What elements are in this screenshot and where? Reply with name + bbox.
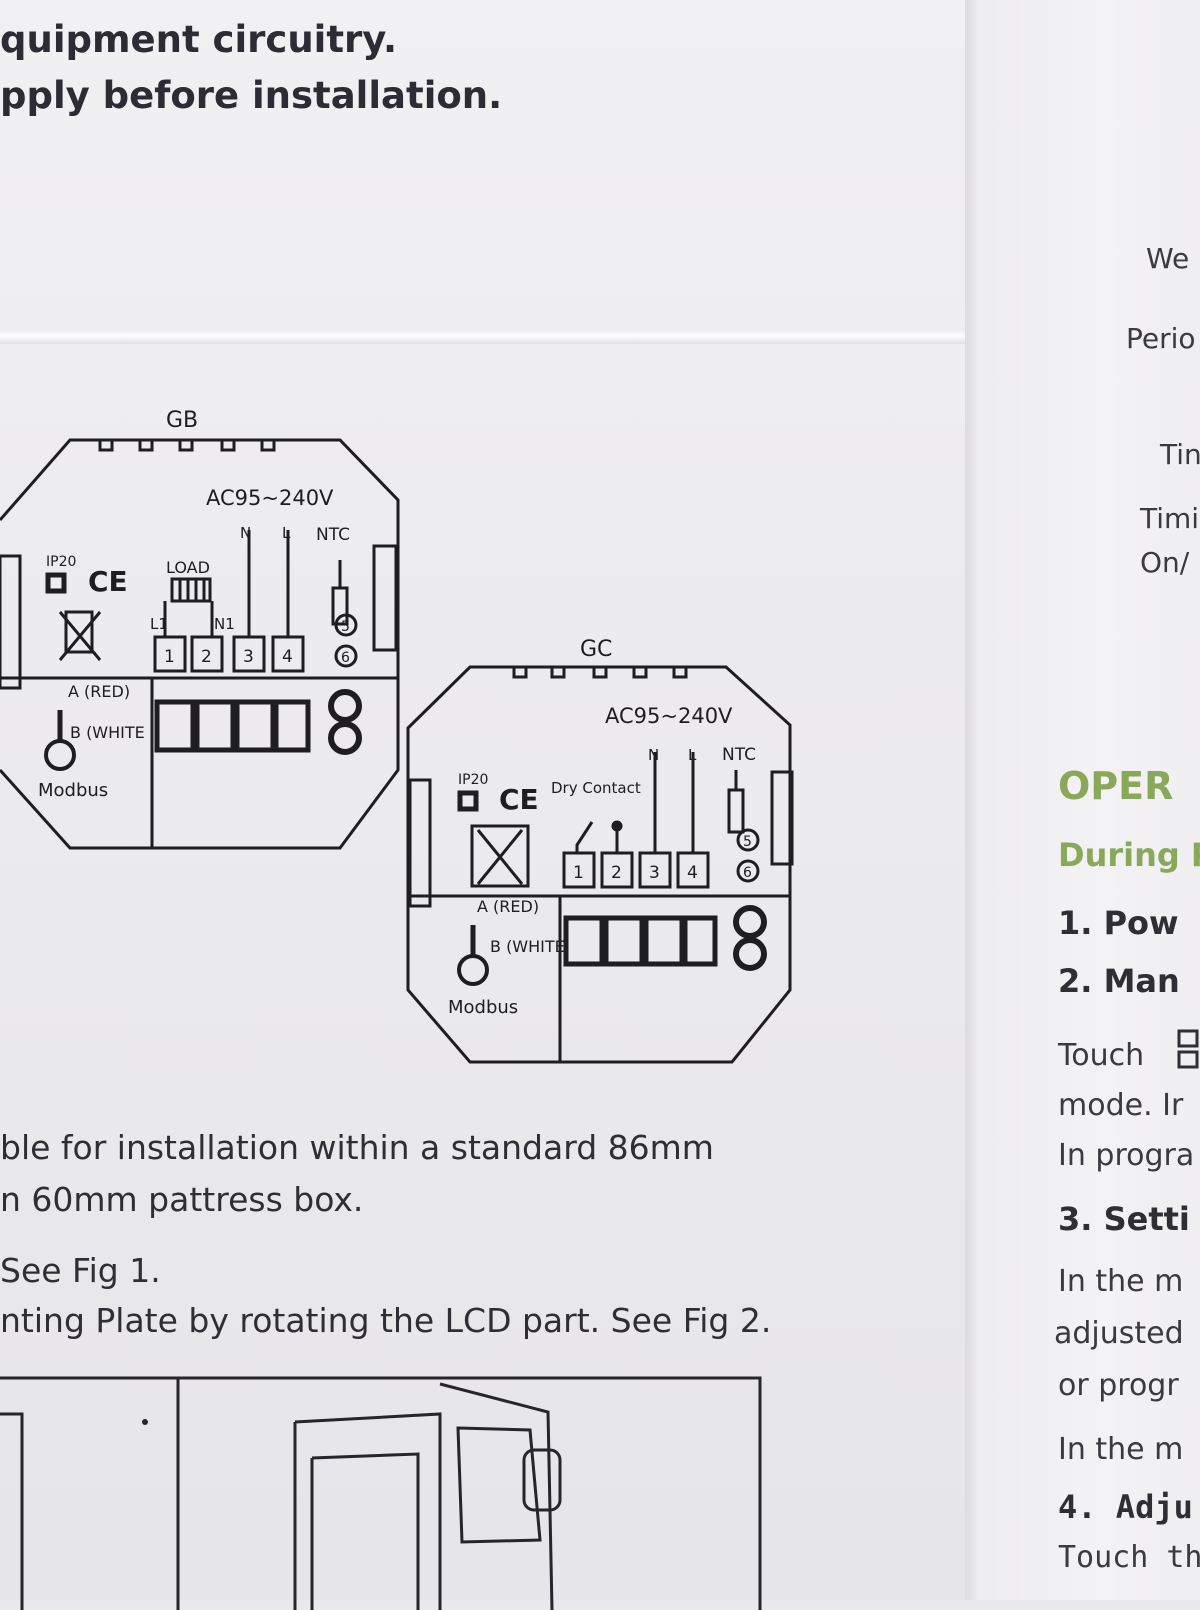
right-oper-heading: OPER [1058,764,1174,808]
gc-t4: 4 [687,863,698,883]
right-on: On/ [1140,546,1190,579]
gb-ce: CE [88,565,128,598]
gb-n: N [240,524,251,542]
right-item-4: 4. Adju [1058,1488,1193,1526]
right-progra: In progra [1058,1138,1195,1173]
right-item-2: 2. Man [1058,962,1180,1000]
bottom-line-3: See Fig 1. [0,1251,161,1290]
gc-t1: 1 [573,863,584,883]
gc-t5: 5 [743,834,752,850]
bottom-line-2: n 60mm pattress box. [0,1180,364,1219]
gc-t2: 2 [611,863,622,883]
gc-t6: 6 [743,865,752,881]
gc-a-red: A (RED) [477,897,539,916]
right-during-heading: During P [1058,836,1200,874]
top-line-1: quipment circuitry. [0,18,398,61]
gb-ntc: NTC [316,525,350,545]
right-perio: Perio [1126,322,1196,355]
right-inthe-2: In the m [1058,1432,1184,1467]
right-timi: Timi [1140,502,1200,535]
right-touchth: Touch th [1058,1540,1200,1575]
touch-square-icon [1177,1029,1199,1069]
right-item-3: 3. Setti [1058,1200,1190,1238]
top-line-2: pply before installation. [0,74,503,117]
gc-dry-contact: Dry Contact [551,779,641,797]
gc-ntc: NTC [722,745,756,765]
gb-a-red: A (RED) [68,682,130,701]
gc-ip: IP20 [458,772,488,788]
gc-n: N [648,746,659,764]
gb-t3: 3 [243,647,254,667]
gc-ce: CE [499,783,539,816]
right-tin: Tin [1160,438,1200,471]
gc-l: L [688,746,697,764]
bottom-line-1: ble for installation within a standard 8… [0,1128,714,1167]
gc-b-white: B (WHITE [490,937,565,956]
gb-t6: 6 [341,650,350,666]
wiring-diagrams: GB AC95~240V N L NTC IP20 CE LOAD L1 N1 … [0,408,794,1064]
right-touch: Touch [1058,1038,1145,1073]
gb-l1: L1 [150,615,168,633]
gc-title: GC [580,637,612,662]
gb-n1: N1 [214,615,235,633]
right-we: We [1146,242,1190,275]
gb-voltage: AC95~240V [206,486,334,510]
right-item-1: 1. Pow [1058,904,1179,942]
diagram-gc [406,665,794,1064]
gc-voltage: AC95~240V [605,704,733,728]
gb-load: LOAD [166,558,210,577]
right-mode: mode. Ir [1058,1088,1184,1123]
bottom-line-4: nting Plate by rotating the LCD part. Se… [0,1301,772,1340]
gb-l: L [282,524,291,542]
gb-title: GB [166,408,198,433]
fig-illustration [0,1376,762,1610]
gb-modbus: Modbus [38,780,108,801]
right-inthe-1: In the m [1058,1264,1184,1299]
right-orprogr: or progr [1058,1368,1179,1403]
manual-left-page [0,0,965,1600]
right-adjusted: adjusted [1054,1316,1184,1351]
diagram-gb [0,438,400,850]
gc-t3: 3 [649,863,660,883]
gb-t1: 1 [164,647,175,667]
gb-t2: 2 [201,647,212,667]
gb-ip: IP20 [46,554,76,570]
paper-fold [0,330,965,344]
manual-right-page [965,0,1200,1600]
gb-b-white: B (WHITE [70,723,145,742]
gb-t5: 5 [341,619,350,635]
gc-modbus: Modbus [448,997,518,1018]
gb-t4: 4 [282,647,293,667]
